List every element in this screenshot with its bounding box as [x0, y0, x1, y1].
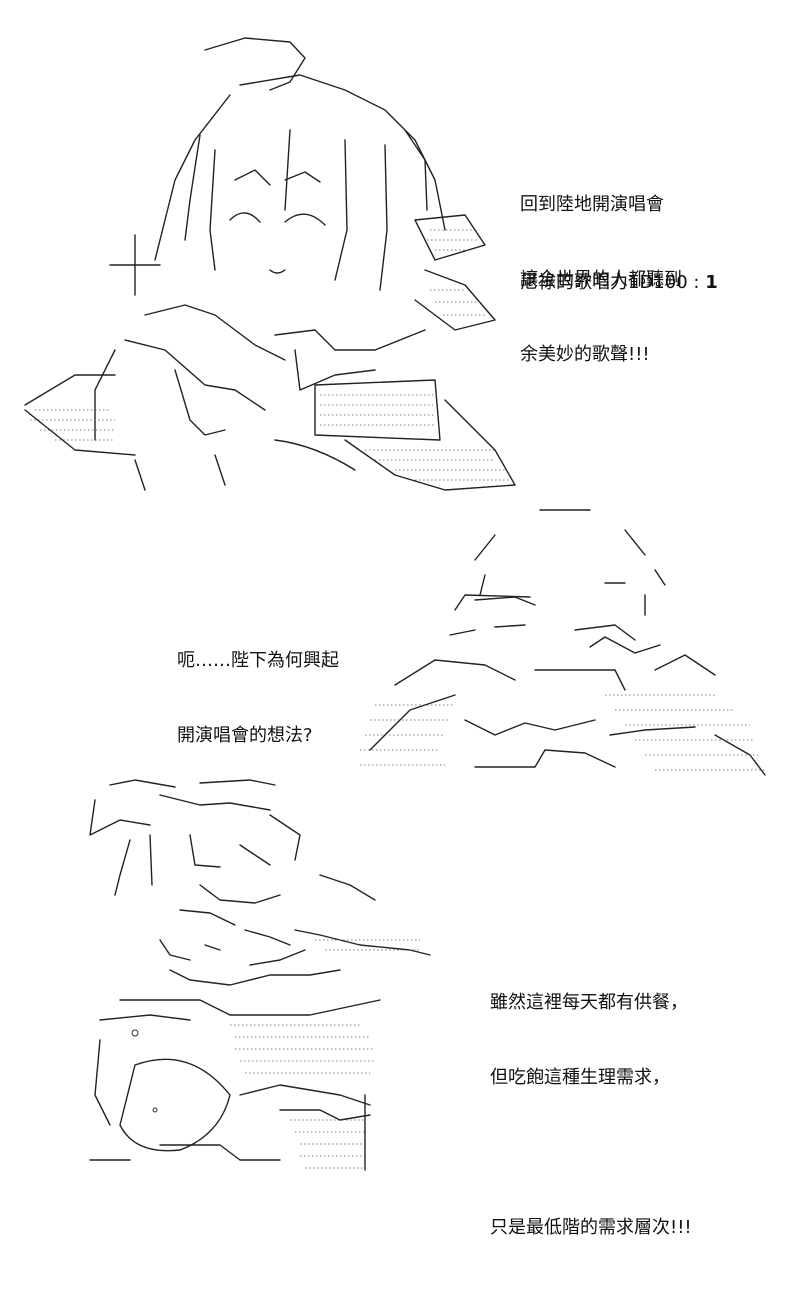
dice-label: 尼祿的歌唱力1D100 :	[520, 272, 706, 293]
panel-3: 雖然這裡每天都有供餐， 但吃飽這種生理需求， 只是最低階的需求層次!!!	[0, 770, 800, 1238]
speech-line	[490, 1140, 692, 1165]
eating-girl-ascii-art	[89, 779, 431, 1171]
speech-line: 回到陸地開演唱會	[520, 194, 664, 215]
panel-1: 回到陸地開演唱會 讓全世界的人都聽到 余美妙的歌聲!!! 尼祿的歌唱力1D100…	[0, 0, 800, 500]
dice-roll-result: 尼祿的歌唱力1D100 : 1	[520, 268, 718, 294]
speech-line: 讓全世界的人都聽到	[520, 269, 682, 290]
speech-line: 只是最低階的需求層次!!!	[490, 1217, 692, 1238]
singer-ascii-art	[24, 37, 516, 491]
speech-text-1: 回到陸地開演唱會 讓全世界的人都聽到 余美妙的歌聲!!!	[520, 142, 682, 417]
speech-line: 雖然這裡每天都有供餐，	[490, 992, 688, 1013]
panel-2: 呃……陛下為何興起 開演唱會的想法?	[0, 500, 800, 785]
speech-line: 開演唱會的想法?	[177, 725, 313, 746]
speech-line: 余美妙的歌聲!!!	[520, 344, 650, 365]
advisor-ascii-art	[360, 509, 766, 776]
speech-line: 但吃飽這種生理需求，	[490, 1067, 670, 1088]
speech-text-2: 呃……陛下為何興起 開演唱會的想法?	[177, 598, 339, 798]
dice-value: 1	[705, 272, 718, 293]
speech-line: 呃……陛下為何興起	[177, 650, 339, 671]
speech-text-3: 雖然這裡每天都有供餐， 但吃飽這種生理需求， 只是最低階的需求層次!!!	[490, 940, 692, 1290]
